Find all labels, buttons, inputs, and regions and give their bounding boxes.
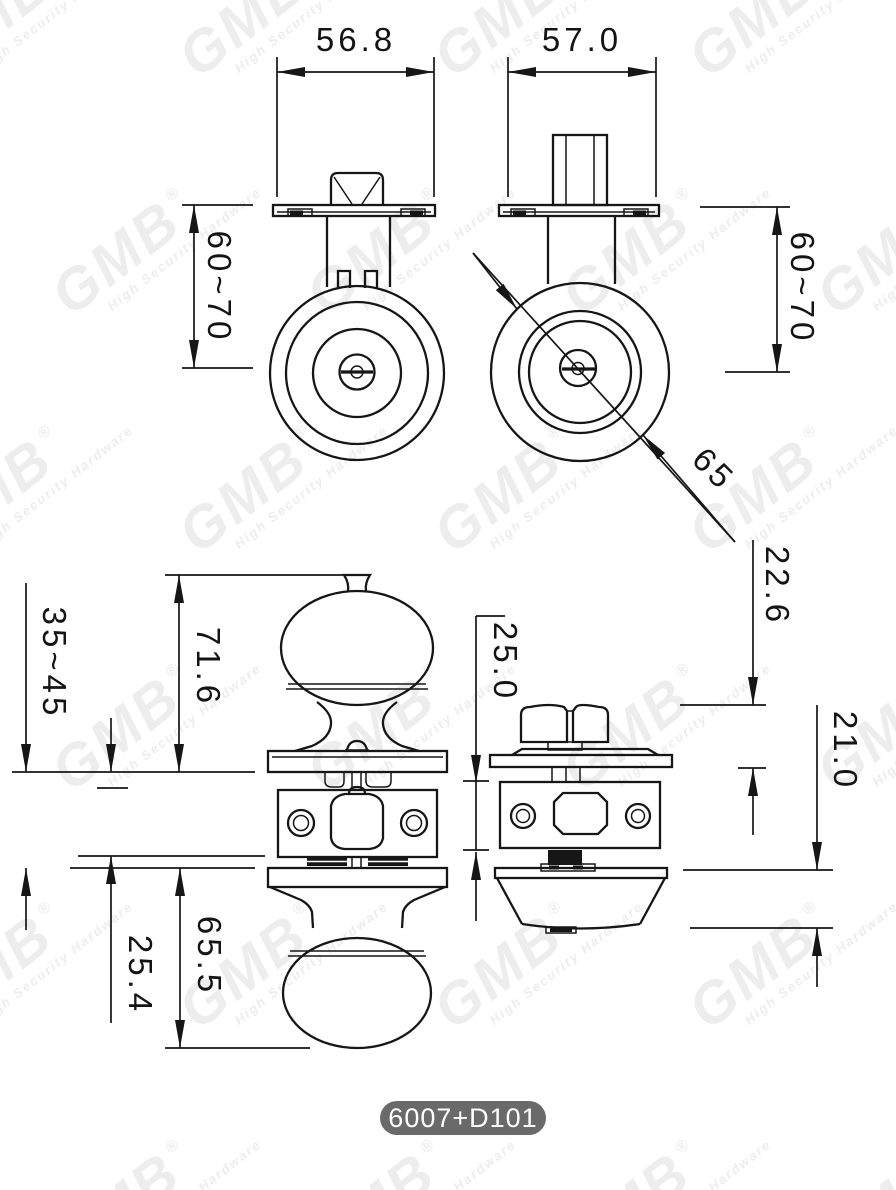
view-deadbolt-front: 57.0 <box>472 21 821 835</box>
dim-door-thickness: 35~45 <box>36 607 73 720</box>
view-deadbolt-side: 25.0 <box>463 615 864 987</box>
dim-knob-outside-height: 65.5 <box>191 916 228 996</box>
dim-deadbolt-inside-height: 25.0 <box>487 622 524 702</box>
dim-cylinder-rose-height: 21.0 <box>827 711 864 791</box>
dim-rose-diameter: 65 <box>685 440 743 498</box>
dim-knob-inside-height: 71.6 <box>190 627 227 707</box>
dim-backset-knob: 60~70 <box>201 231 238 344</box>
dim-backset-deadbolt: 60~70 <box>784 232 821 345</box>
view-knob-side: 71.6 35~45 25.4 65.5 <box>12 573 449 1050</box>
dim-chassis-height: 25.4 <box>122 935 159 1015</box>
dim-faceplate-width-deadbolt: 57.0 <box>542 21 622 58</box>
model-badge: 6007+D101 <box>380 1101 546 1135</box>
dim-faceplate-width-knob: 56.8 <box>316 21 396 58</box>
dim-thumbturn-height: 22.6 <box>759 546 796 626</box>
keyhole-icon <box>338 353 376 391</box>
view-knob-front: 56.8 <box>182 21 446 462</box>
